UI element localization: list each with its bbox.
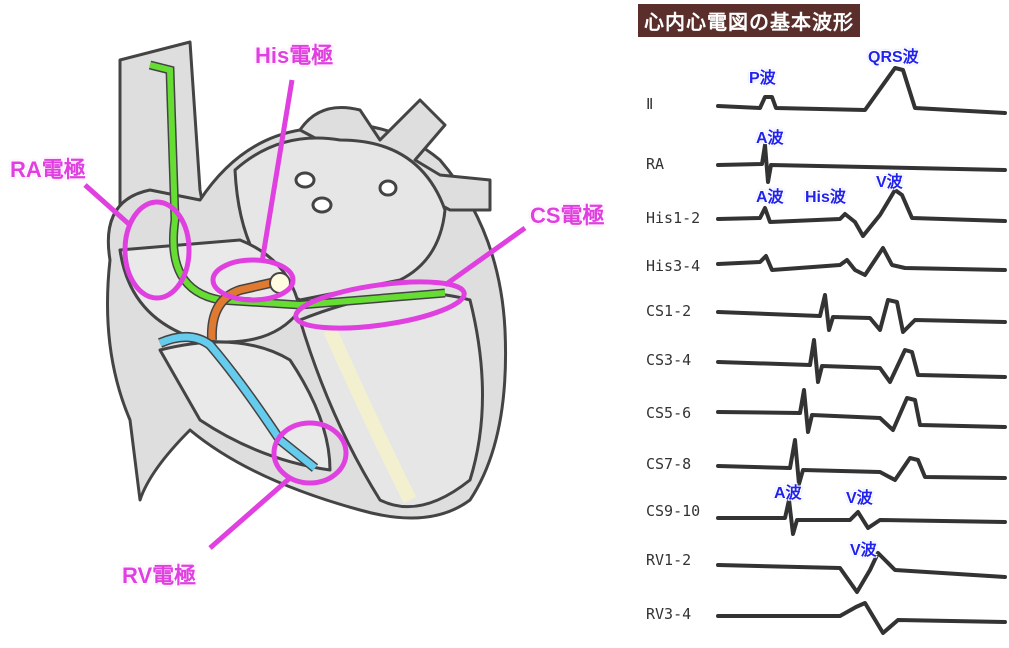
- lead-label: CS7-8: [646, 455, 692, 473]
- v-wave-label: V波: [850, 542, 877, 559]
- cs-pointer: [443, 225, 527, 288]
- cs-highlight: [293, 279, 467, 331]
- a-wave-label: A波: [756, 130, 784, 147]
- lead-label: RV3-4: [646, 605, 692, 623]
- lead-label: CS5-6: [646, 404, 692, 422]
- lead-label: RV1-2: [646, 551, 692, 569]
- trace-ii: [716, 66, 1007, 115]
- trace-rv12: [716, 551, 1007, 594]
- ra-electrode-label: RA電極: [10, 157, 86, 182]
- chart-title: 心内心電図の基本波形: [638, 4, 860, 37]
- rv-highlight: [271, 420, 349, 486]
- a-wave-label: A波: [774, 485, 802, 502]
- ra-highlight: [122, 199, 192, 301]
- lead-label: His1-2: [646, 209, 701, 227]
- lead-label: RA: [646, 155, 665, 173]
- septum-band: [323, 327, 417, 504]
- trace-cs56: [716, 388, 1007, 434]
- v-wave-label: V波: [846, 490, 873, 507]
- trace-cs78: [716, 438, 1007, 486]
- trace-his12: [716, 188, 1007, 238]
- his-electrode-label: His電極: [255, 43, 334, 68]
- lead-label: CS9-10: [646, 502, 701, 520]
- trace-cs910: [716, 498, 1007, 536]
- trace-cs12: [716, 293, 1007, 334]
- his-wave-label: His波: [805, 189, 846, 206]
- lead-label: CS3-4: [646, 351, 692, 369]
- rv-pointer: [208, 476, 292, 550]
- his-pointer: [259, 79, 295, 263]
- trace-ra: [716, 143, 1007, 184]
- qrs-wave-label: QRS波: [868, 49, 919, 66]
- a-wave-label: A波: [756, 189, 784, 206]
- cs-electrode-label: CS電極: [530, 203, 605, 228]
- lead-label: His3-4: [646, 257, 701, 275]
- his-highlight: [210, 257, 296, 303]
- trace-cs34: [716, 338, 1007, 384]
- ra-pointer: [83, 183, 132, 227]
- lead-label: Ⅱ: [646, 95, 654, 113]
- v-wave-label: V波: [876, 174, 903, 191]
- rv-electrode-label: RV電極: [122, 563, 197, 588]
- trace-his34: [716, 246, 1007, 277]
- lead-label: CS1-2: [646, 302, 692, 320]
- p-wave-label: P波: [749, 70, 776, 87]
- trace-rv34: [716, 601, 1007, 635]
